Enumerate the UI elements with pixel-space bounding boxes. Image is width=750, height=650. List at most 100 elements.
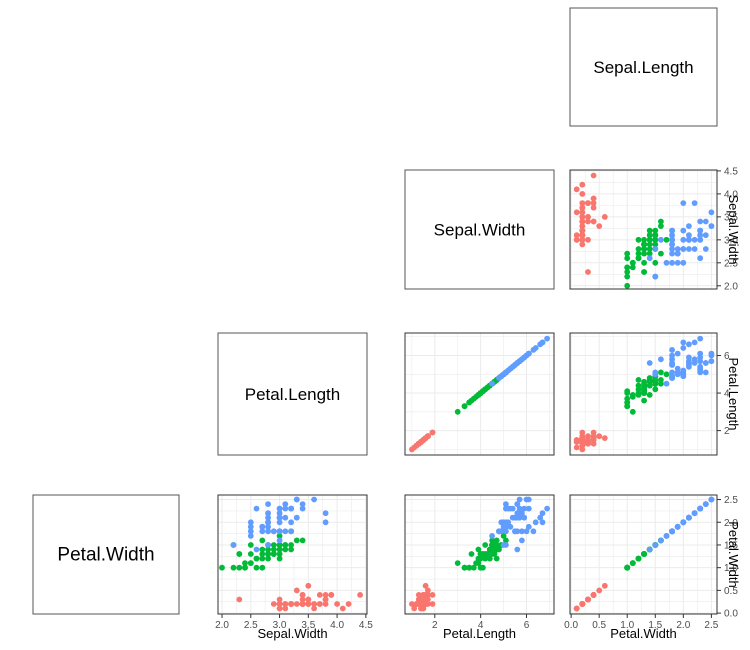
data-point [288, 546, 294, 553]
data-point [282, 501, 289, 507]
data-point [646, 241, 653, 248]
data-point [652, 232, 659, 239]
data-point [525, 523, 532, 530]
diagonal-panel-border [217, 332, 368, 456]
data-point [473, 560, 479, 566]
data-point [590, 429, 597, 436]
data-point [322, 601, 329, 607]
data-point [596, 587, 603, 594]
data-point [646, 378, 653, 385]
data-point [270, 528, 277, 535]
data-point [573, 236, 580, 243]
data-point [276, 510, 283, 517]
data-point [708, 223, 715, 230]
data-point [537, 514, 544, 521]
data-point [525, 505, 532, 512]
data-point [480, 551, 486, 557]
data-point [422, 582, 429, 589]
data-point [480, 564, 486, 571]
data-point [590, 195, 597, 202]
data-point [509, 514, 516, 521]
data-point [624, 255, 631, 262]
data-point [288, 505, 294, 512]
data-point [697, 236, 704, 243]
data-point [585, 200, 591, 207]
data-point [635, 555, 642, 562]
data-point [663, 371, 670, 378]
data-point [674, 523, 681, 530]
data-point [674, 350, 681, 357]
data-point [697, 354, 704, 361]
data-point [265, 551, 271, 557]
data-point [496, 375, 502, 381]
data-point [489, 533, 495, 539]
data-point [293, 514, 300, 521]
data-point [702, 501, 709, 507]
data-point [482, 542, 489, 548]
data-point [641, 397, 647, 404]
data-point [316, 601, 323, 607]
data-point [489, 542, 495, 548]
data-point [461, 564, 468, 571]
data-point [652, 227, 659, 234]
data-point [579, 241, 586, 248]
data-point [590, 437, 597, 443]
data-point [247, 519, 254, 526]
y-tick-label: 1.5 [724, 540, 738, 551]
data-point [429, 592, 436, 598]
data-point [247, 542, 254, 548]
data-point [680, 373, 687, 380]
data-point [579, 601, 586, 607]
y-tick-label: 4 [724, 389, 730, 400]
data-point [708, 350, 715, 357]
data-point [579, 214, 586, 220]
panel-petal-width-vs-petal-width [569, 494, 718, 615]
x-tick-label: 1.5 [648, 620, 662, 631]
data-point [686, 514, 692, 521]
data-point [646, 250, 653, 257]
data-point [259, 537, 266, 544]
x-tick-label: 3.0 [273, 620, 287, 631]
data-point [500, 523, 507, 530]
data-point [573, 444, 580, 451]
data-point [697, 227, 704, 234]
data-point [658, 223, 664, 230]
data-point [652, 259, 659, 266]
x-tick-label: 4.5 [359, 620, 373, 631]
data-point [512, 528, 518, 535]
panel-petal-width-vs-petal-length [404, 494, 555, 615]
y-axis-title: Petal.Width [726, 521, 741, 587]
data-point [669, 375, 675, 381]
x-tick-label: 2.5 [244, 620, 258, 631]
data-point [276, 542, 283, 548]
data-point [454, 408, 461, 415]
data-point [322, 510, 329, 517]
data-point [539, 519, 546, 526]
data-point [516, 496, 523, 503]
data-point [470, 564, 477, 571]
data-point [669, 250, 675, 257]
data-point [680, 345, 687, 351]
data-point [624, 403, 631, 410]
data-point [579, 209, 586, 216]
data-point [596, 433, 603, 440]
data-point [429, 429, 436, 436]
data-point [247, 551, 254, 557]
data-point [265, 519, 271, 526]
data-point [629, 408, 636, 415]
data-point [624, 250, 631, 257]
data-point [663, 259, 670, 266]
data-point [697, 505, 704, 512]
data-point [532, 345, 539, 351]
data-point [590, 172, 597, 179]
data-point [276, 514, 283, 521]
data-point [322, 596, 329, 603]
y-tick-label: 2.5 [724, 258, 738, 269]
data-point [579, 181, 586, 188]
data-point [652, 386, 659, 393]
data-point [674, 246, 681, 252]
data-point [486, 546, 493, 553]
data-point [305, 601, 312, 607]
data-point [680, 236, 687, 243]
data-point [669, 241, 675, 248]
